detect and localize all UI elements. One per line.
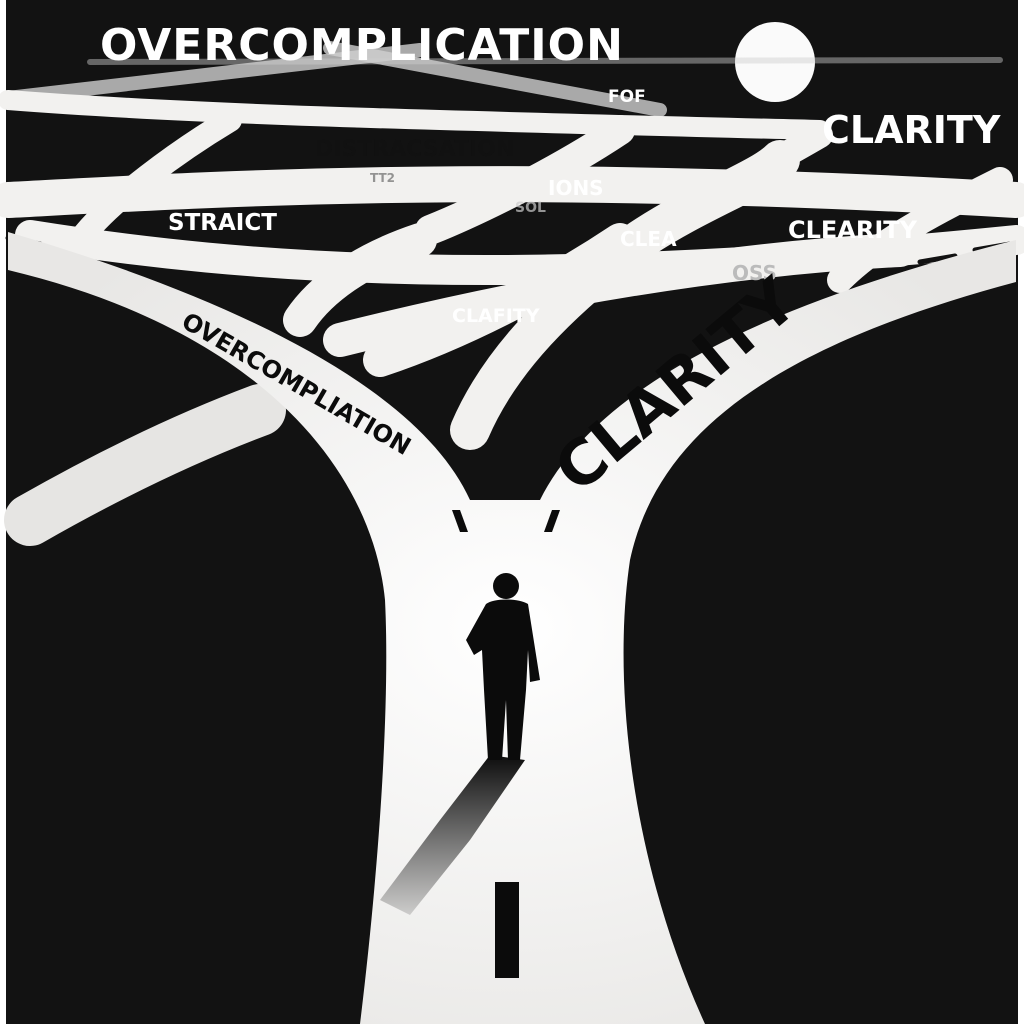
grid-label-straict: STRAICT	[168, 210, 277, 236]
background-streaks	[1, 41, 1003, 117]
grid-label-clea: CLEA	[620, 227, 677, 251]
top-small-label: FOF	[608, 87, 646, 107]
road-cross-4	[827, 167, 1013, 293]
top-right-label: CLARITY	[822, 108, 1001, 152]
road-cross-5	[283, 223, 437, 337]
grid-label-clarity-small: CLAFITY	[452, 305, 540, 327]
grid-label-clearity: CLEARITY	[788, 216, 918, 244]
road-cross-1	[68, 108, 242, 252]
grid-label-ions: IONS	[548, 176, 604, 200]
person-shadow	[380, 755, 525, 915]
road-left-spur	[4, 384, 286, 546]
center-dashes	[452, 510, 560, 978]
road-top	[0, 90, 830, 140]
top-title: OVERCOMPLICATION	[100, 20, 624, 71]
grid-label-oss: OSS	[732, 261, 777, 285]
grid-label-distraction: DISTRACSATION	[315, 137, 514, 162]
road-row-2	[0, 166, 1024, 218]
person-silhouette-icon	[466, 573, 540, 760]
road-network	[0, 90, 1024, 546]
grid-label-sol: SOL	[515, 200, 546, 216]
road-cross-2	[415, 115, 635, 245]
road-curve	[450, 140, 800, 450]
grid-label-smudge: TT2	[370, 171, 395, 185]
moon-icon	[735, 22, 815, 102]
